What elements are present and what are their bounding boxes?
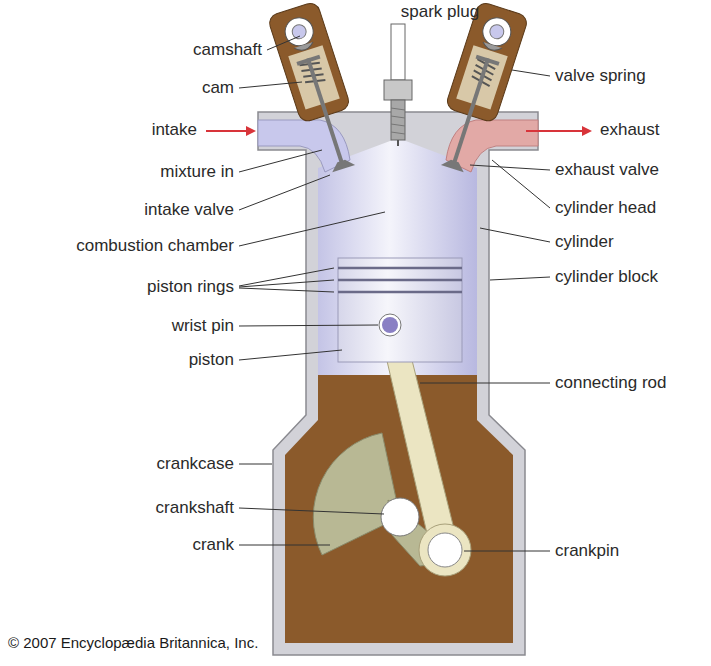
part-label: spark plug <box>401 2 479 22</box>
part-label: camshaft <box>193 40 262 60</box>
copyright-notice: © 2007 Encyclopædia Britannica, Inc. <box>8 633 258 653</box>
part-label: crankpin <box>555 541 619 561</box>
part-label: mixture in <box>160 162 234 182</box>
part-label: exhaust <box>600 120 660 140</box>
part-label: piston rings <box>147 277 234 297</box>
part-label: crankshaft <box>156 498 234 518</box>
part-label: cylinder block <box>555 267 658 287</box>
part-label: cylinder head <box>555 198 656 218</box>
part-label: intake <box>152 120 197 140</box>
part-label: wrist pin <box>172 316 234 336</box>
part-label: intake valve <box>144 200 234 220</box>
part-label: cam <box>202 78 234 98</box>
part-label: exhaust valve <box>555 160 659 180</box>
part-label: combustion chamber <box>76 236 234 256</box>
part-label: valve spring <box>555 66 646 86</box>
part-label: crank <box>192 535 234 555</box>
part-label: crankcase <box>157 454 234 474</box>
part-label: connecting rod <box>555 373 667 393</box>
part-label: piston <box>189 350 234 370</box>
part-label: cylinder <box>555 232 614 252</box>
